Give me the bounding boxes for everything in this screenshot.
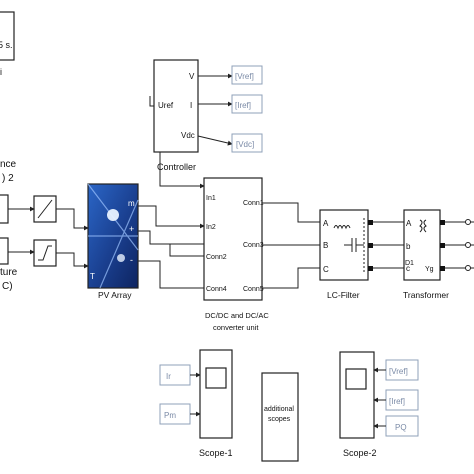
conv-port-conn5: Conn5 [243, 286, 264, 293]
conv-port-conn1: Conn1 [243, 200, 264, 207]
wire-pv-m [138, 205, 205, 229]
sample-time-label: 5 s. [0, 40, 13, 50]
from-pm-tag[interactable]: Pm [159, 403, 191, 425]
scope1-block[interactable] [199, 349, 233, 439]
controller-in-port: Uref [158, 101, 174, 110]
transformer-block[interactable]: A b c D1 Yg [403, 209, 441, 281]
irradiance-label: nce [0, 159, 17, 170]
controller-label: Controller [157, 162, 196, 172]
from-iref-tag[interactable]: [Iref] [385, 389, 419, 411]
lc-port-a: A [323, 219, 329, 228]
irradiance-unit: ) 2 [2, 173, 14, 184]
wire-uref-stub [149, 96, 154, 107]
goto-vdc-tag[interactable]: [Vdc] [231, 133, 263, 153]
svg-text:[Vref]: [Vref] [235, 72, 254, 81]
converter-label-1: DC/DC and DC/AC [205, 311, 269, 320]
sample-time-block[interactable]: 5 s. [0, 11, 15, 61]
svg-text:[Vdc]: [Vdc] [236, 140, 254, 149]
pv-port-minus: - [130, 255, 133, 265]
tr-winding-yg: Yg [425, 266, 434, 273]
ramp-block[interactable] [33, 195, 57, 223]
wire-conv-c [262, 267, 320, 289]
scope2-label: Scope-2 [343, 448, 377, 458]
svg-text:[Iref]: [Iref] [235, 101, 251, 110]
additional-scopes-line2: scopes [268, 416, 291, 423]
conv-port-in2: In2 [206, 224, 216, 231]
transformer-coil-icon [419, 219, 427, 233]
conv-port-conn2: Conn2 [206, 254, 227, 261]
wire-irr-pv [56, 208, 89, 231]
converter-block[interactable]: In1 In2 Conn2 Conn4 Conn1 Conn3 Conn5 [203, 177, 264, 301]
svg-text:Ir: Ir [166, 372, 171, 381]
saturation-block[interactable] [33, 239, 57, 267]
wire-conv-a [262, 202, 320, 223]
tr-port-a: A [406, 219, 412, 228]
pv-port-plus: + [129, 224, 134, 234]
capacitor-icon [344, 238, 364, 252]
from-vref-tag[interactable]: [Vref] [385, 359, 419, 381]
pv-array-block[interactable]: m + - T [87, 183, 139, 289]
goto-iref-tag[interactable]: [Iref] [231, 94, 263, 114]
lc-filter-label: LC-Filter [327, 290, 360, 300]
conv-port-in1: In1 [206, 195, 216, 202]
controller-port-v: V [189, 72, 195, 81]
svg-text:Pm: Pm [164, 411, 176, 420]
additional-scopes-block[interactable]: additional scopes [261, 372, 299, 462]
lc-filter-block[interactable]: A B C [319, 209, 369, 281]
additional-scopes-line1: additional [264, 406, 294, 413]
svg-text:[Iref]: [Iref] [389, 397, 405, 406]
svg-text:[Vref]: [Vref] [389, 367, 408, 376]
pv-port-m: m [128, 199, 135, 208]
wire-pv-plus-conn [150, 243, 204, 257]
from-pq-tag[interactable]: PQ [385, 415, 419, 437]
irradiance-constant-block[interactable] [0, 194, 9, 224]
inductor-icon [333, 225, 351, 230]
lc-port-b: B [323, 241, 328, 250]
tr-port-b: b [406, 242, 411, 251]
tr-port-c: c [406, 264, 410, 273]
wire-pv-minus [138, 260, 204, 289]
from-ir-tag[interactable]: Ir [159, 364, 191, 386]
tr-winding-d1: D1 [405, 260, 414, 267]
scope2-block[interactable] [339, 351, 375, 439]
pv-port-t: T [90, 272, 95, 281]
svg-text:PQ: PQ [395, 423, 407, 432]
conv-port-conn4: Conn4 [206, 286, 227, 293]
converter-label-2: converter unit [213, 323, 259, 332]
scope1-label: Scope-1 [199, 448, 233, 458]
wire-temp-pv [56, 252, 89, 269]
sample-time-tail: i [0, 67, 2, 77]
pv-array-label: PV Array [98, 290, 132, 300]
lc-port-c: C [323, 265, 329, 274]
conv-port-conn3: Conn3 [243, 242, 264, 249]
temperature-constant-block[interactable] [0, 237, 9, 265]
temperature-label: ture [0, 267, 18, 278]
temperature-unit: C) [2, 281, 13, 292]
wire-pv-plus [138, 230, 204, 245]
transformer-label: Transformer [403, 290, 449, 300]
controller-port-i: I [190, 101, 192, 110]
wire-ctrl-conv [159, 152, 205, 189]
controller-block[interactable]: Uref V I Vdc [153, 59, 199, 153]
wire-ctrl-vdc [197, 135, 233, 146]
goto-vref-tag[interactable]: [Vref] [231, 65, 263, 85]
controller-port-vdc: Vdc [181, 131, 195, 140]
